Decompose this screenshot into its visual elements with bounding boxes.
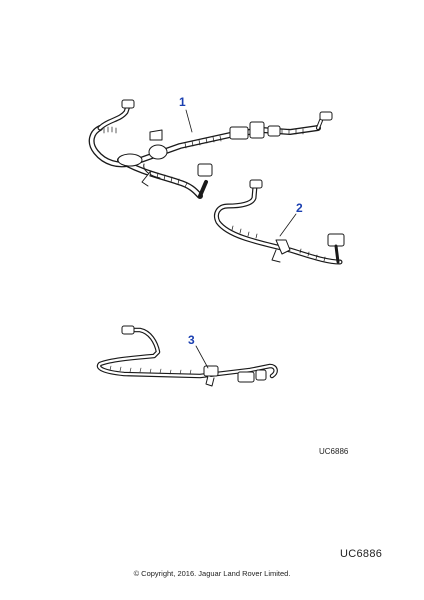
harness-2 <box>213 179 345 265</box>
copyright-notice: © Copyright, 2016. Jaguar Land Rover Lim… <box>133 569 291 578</box>
callout-3: 3 <box>188 333 195 347</box>
harness-3 <box>96 325 278 387</box>
illustration-reference-small: UC6886 <box>319 447 349 456</box>
callout-2: 2 <box>296 201 303 215</box>
callout-1: 1 <box>179 95 186 109</box>
harness-1 <box>88 99 333 199</box>
illustration-reference-large: UC6886 <box>340 548 383 560</box>
